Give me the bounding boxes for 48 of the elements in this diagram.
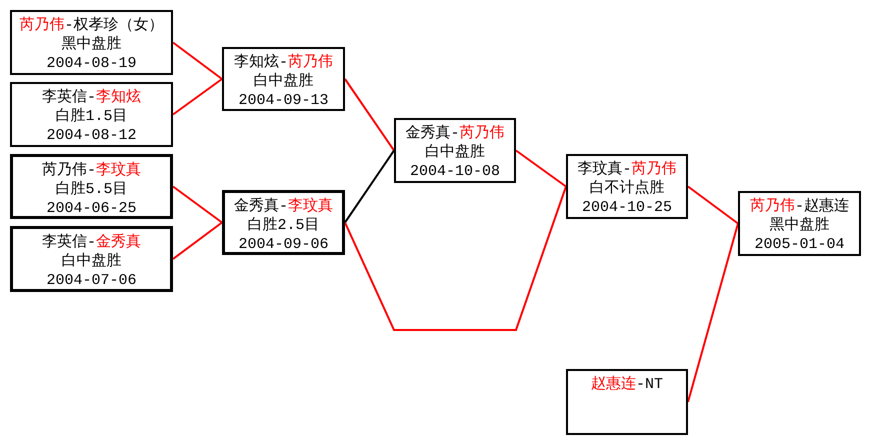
date-text: 2004-09-06 [238, 235, 328, 254]
player-names: 金秀真-芮乃伟 [405, 124, 504, 143]
date-text: 2004-07-06 [46, 271, 136, 290]
match-box [10, 10, 173, 75]
player-names: 李英信-李知炫 [42, 88, 141, 107]
bracket-line [687, 223, 739, 402]
match-box [222, 47, 345, 111]
bracket-line [172, 42, 223, 80]
result-text: 白中盘胜 [425, 143, 485, 162]
bracket-line [344, 78, 395, 152]
bracket-line [172, 186, 223, 224]
date-text: 2004-06-25 [46, 199, 136, 218]
date-text: 2004-10-08 [410, 162, 500, 181]
player-names: 李玟真-芮乃伟 [577, 160, 676, 179]
result-text: 黑中盘胜 [62, 35, 122, 54]
player-names: 芮乃伟-赵惠连 [750, 197, 849, 216]
player-names: 赵惠连-NT [590, 375, 663, 394]
match-box [738, 191, 861, 256]
date-text: 2004-08-19 [46, 54, 136, 73]
bracket-line [344, 150, 395, 224]
match-box [222, 190, 345, 255]
player-names: 金秀真-李玟真 [234, 197, 333, 216]
player-names: 李知炫-芮乃伟 [234, 53, 333, 72]
result-text: 白胜1.5目 [55, 107, 128, 126]
result-text: 白胜5.5目 [55, 180, 128, 199]
match-box [394, 118, 516, 183]
date-text: 2005-01-04 [754, 235, 844, 254]
result-text: 白不计点胜 [590, 179, 664, 198]
match-box [566, 369, 688, 435]
player-names: 芮乃伟-权孝珍（女） [19, 16, 164, 35]
player-names: 李英信-金秀真 [42, 233, 141, 252]
match-box [10, 154, 173, 219]
bracket-line [172, 222, 223, 260]
date-text: 2004-09-13 [238, 91, 328, 110]
bracket-line [344, 186, 567, 331]
bracket-line [172, 78, 223, 116]
result-text: 白胜2.5目 [247, 216, 320, 235]
date-text: 2004-08-12 [46, 126, 136, 145]
bracket-line [687, 186, 739, 224]
date-text: 2004-10-25 [582, 198, 672, 217]
result-text: 黑中盘胜 [770, 216, 830, 235]
result-text: 白中盘胜 [62, 252, 122, 271]
player-names: 芮乃伟-李玟真 [42, 161, 141, 180]
match-box [10, 226, 173, 292]
result-text: 白中盘胜 [254, 72, 314, 91]
bracket-line [515, 150, 567, 188]
match-box [566, 154, 688, 219]
match-box [10, 82, 173, 147]
